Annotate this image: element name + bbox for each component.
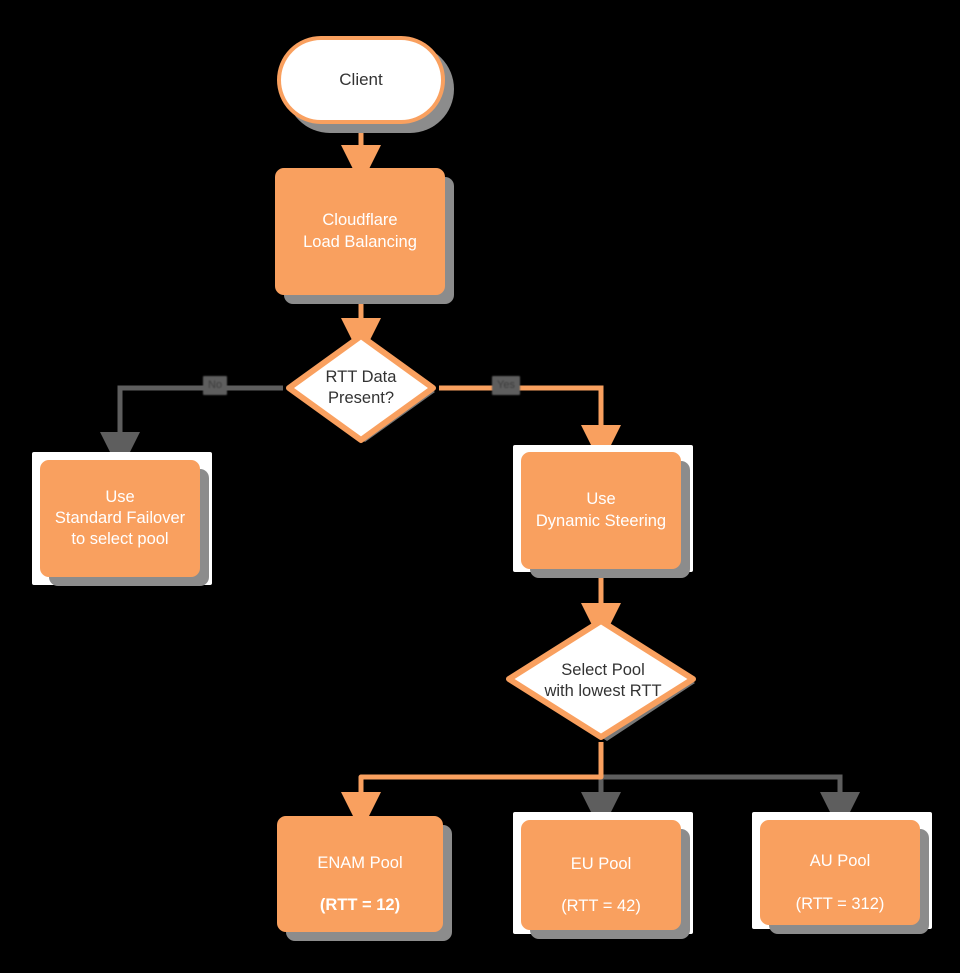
node-standard-failover[interactable]: Use Standard Failover to select pool bbox=[40, 460, 200, 577]
node-eu-pool-name: EU Pool bbox=[570, 854, 632, 873]
node-eu-pool-rtt: (RTT = 42) bbox=[561, 897, 641, 916]
node-dynamic-steering-label: Use Dynamic Steering bbox=[535, 490, 667, 530]
node-au-pool-name: AU Pool bbox=[809, 852, 871, 871]
node-enam-pool-rtt-close: ) bbox=[394, 896, 401, 915]
node-load-balancing[interactable]: Cloudflare Load Balancing bbox=[275, 168, 445, 295]
node-au-pool[interactable]: AU Pool (RTT = 312) bbox=[760, 820, 920, 925]
edge-label-yes: Yes bbox=[492, 376, 520, 395]
edge-select-pool-to-enam-pool bbox=[341, 742, 604, 832]
node-select-pool-label: Select Pool with lowest RTT bbox=[544, 660, 662, 700]
node-au-pool-rtt: (RTT = 312) bbox=[795, 894, 885, 913]
node-client[interactable]: Client bbox=[277, 36, 445, 124]
node-rtt-decision-label: RTT Data Present? bbox=[325, 367, 397, 407]
node-enam-pool-rtt-open: ( bbox=[319, 896, 326, 915]
select-pool-shape bbox=[506, 618, 696, 741]
node-standard-failover-label: Use Standard Failover to select pool bbox=[54, 487, 186, 549]
node-enam-pool[interactable]: ENAM Pool (RTT = 12) bbox=[277, 816, 443, 932]
node-au-pool-label: AU Pool (RTT = 312) bbox=[796, 830, 885, 914]
rtt-decision-shape bbox=[286, 333, 436, 443]
node-dynamic-steering[interactable]: Use Dynamic Steering bbox=[521, 452, 681, 569]
node-rtt-decision[interactable]: RTT Data Present? bbox=[281, 332, 441, 444]
edge-label-no: No bbox=[203, 376, 228, 395]
edge-rtt-decision-yes-to-dynamic-steering bbox=[439, 385, 621, 465]
node-load-balancing-label: Cloudflare Load Balancing bbox=[303, 211, 417, 251]
node-enam-pool-name: ENAM Pool bbox=[317, 853, 403, 872]
node-enam-pool-rtt-value: RTT = 12 bbox=[325, 896, 395, 915]
edge-rtt-decision-no-to-standard-failover bbox=[100, 385, 283, 472]
node-eu-pool[interactable]: EU Pool (RTT = 42) bbox=[521, 820, 681, 930]
edge-select-pool-to-au-pool bbox=[601, 774, 860, 832]
node-client-label: Client bbox=[339, 70, 383, 90]
node-enam-pool-label: ENAM Pool (RTT = 12) bbox=[317, 832, 402, 916]
node-select-pool[interactable]: Select Pool with lowest RTT bbox=[505, 617, 701, 745]
node-eu-pool-label: EU Pool (RTT = 42) bbox=[561, 833, 641, 917]
